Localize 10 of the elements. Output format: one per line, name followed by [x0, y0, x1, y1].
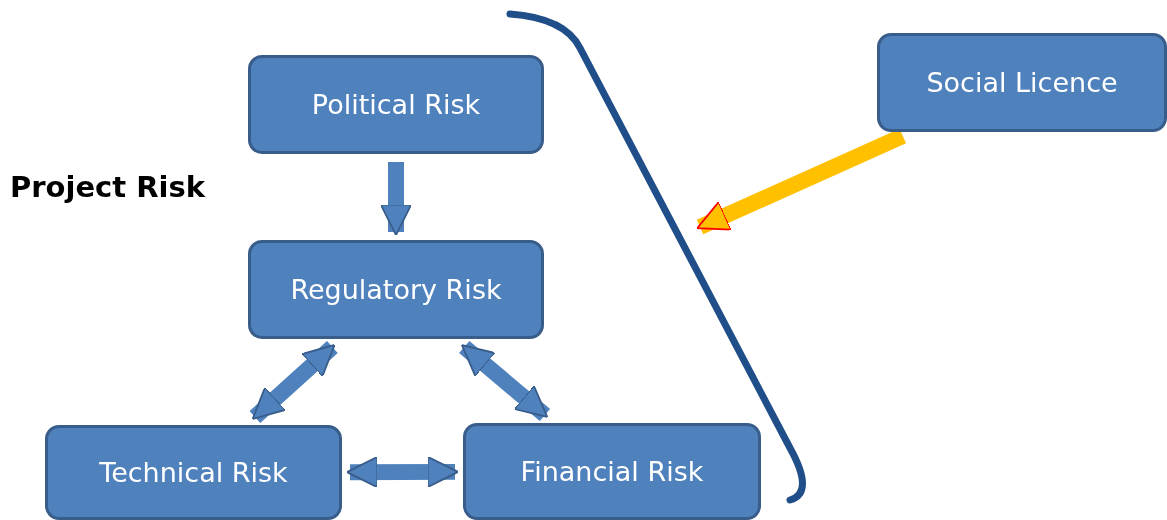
arrow: [459, 340, 551, 422]
risk-box: Financial Risk: [463, 423, 761, 520]
arrow: [249, 341, 338, 423]
arrow: [379, 162, 413, 236]
risk-box: Social Licence: [877, 33, 1167, 132]
risk-box: Technical Risk: [45, 425, 342, 520]
group-label: Project Risk: [10, 170, 206, 204]
risk-box: Regulatory Risk: [248, 240, 544, 339]
risk-box: Political Risk: [248, 55, 544, 154]
arrow: [346, 455, 459, 489]
